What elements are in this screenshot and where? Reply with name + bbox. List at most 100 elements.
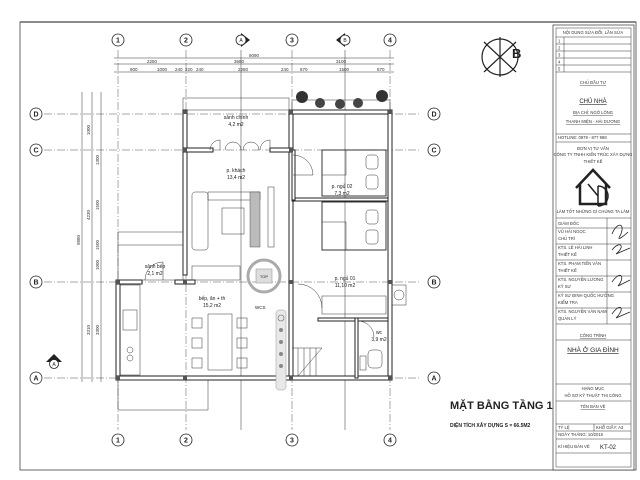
svg-text:7,3 m2: 7,3 m2 [334,191,350,197]
grid-bubbles-bottom: 1 2 3 4 [111,433,397,447]
svg-text:NHÀ Ở GIA ĐÌNH: NHÀ Ở GIA ĐÌNH [567,345,619,354]
svg-text:A: A [431,376,436,383]
dimensions-left: 9880 1000 4230 3310 1300 1500 1500 1000 … [76,92,102,382]
svg-text:A: A [52,362,56,368]
svg-text:THIẾT KẾ: THIẾT KẾ [584,159,603,164]
sheet-number: KT-02 [600,445,617,451]
svg-text:2: 2 [558,46,561,51]
svg-text:p. ngủ 02: p. ngủ 02 [332,183,353,190]
svg-text:2,1 m2: 2,1 m2 [147,271,163,277]
svg-text:THIẾT KẾ: THIẾT KẾ [558,268,577,273]
navigation-bar[interactable] [275,309,287,391]
svg-text:CÔNG TY TNHH KIẾN TRÚC XÂY DỰN: CÔNG TY TNHH KIẾN TRÚC XÂY DỰNG [554,152,633,157]
svg-text:wc: wc [376,330,383,336]
svg-text:2280: 2280 [238,67,249,72]
svg-text:220: 220 [185,67,193,72]
svg-text:VŨ HẢI NGỌC: VŨ HẢI NGỌC [558,229,586,234]
svg-text:sảnh bếp: sảnh bếp [145,264,166,270]
svg-text:B: B [431,280,436,287]
svg-text:3: 3 [558,53,561,58]
plan-title: MẶT BẰNG TẦNG 1 [450,399,553,412]
svg-text:TOP[interactable]: TOP [260,274,268,279]
svg-text:900: 900 [130,67,138,72]
svg-text:ĐỊA CHỈ: NGÔ LÔNG: ĐỊA CHỈ: NGÔ LÔNG [573,110,613,115]
svg-text:1: 1 [116,38,120,45]
dimensions-top: 9090 2250 3680 3100 900 1000 240 220 240… [114,53,394,73]
svg-text:870: 870 [377,67,385,72]
svg-text:NỘI DUNG SỬA ĐỔI, LẦN SỬA: NỘI DUNG SỬA ĐỔI, LẦN SỬA [563,30,624,35]
svg-text:KIỂM TRA: KIỂM TRA [558,300,578,305]
svg-text:HOTLINE: 0979 - 877 988: HOTLINE: 0979 - 877 988 [558,135,607,140]
svg-text:3100: 3100 [336,59,347,64]
svg-text:9880: 9880 [76,234,81,245]
svg-text:11,10 m2: 11,10 m2 [335,283,356,289]
svg-text:A: A [33,376,38,383]
svg-text:3310: 3310 [86,324,91,335]
svg-text:HỒ SƠ KỸ THUẬT THI CÔNG: HỒ SƠ KỸ THUẬT THI CÔNG [564,393,621,398]
grid-lines [44,50,420,430]
signatures [611,224,631,319]
svg-text:1500: 1500 [339,67,350,72]
svg-text:CÔNG TRÌNH: CÔNG TRÌNH [580,333,606,338]
svg-text:240: 240 [281,67,289,72]
grid-bubbles-top: 1 2 3 4 A B [111,33,397,47]
svg-text:TÊN BẢN VẼ: TÊN BẢN VẼ [581,404,606,409]
svg-text:C: C [33,148,38,155]
svg-text:KTS. NGUYỄN VĂN NAM: KTS. NGUYỄN VĂN NAM [558,309,607,314]
svg-text:B: B [33,280,38,287]
svg-text:p. ngủ 01: p. ngủ 01 [335,275,356,282]
svg-text:LÀM TỐT NHỮNG GÌ CHÚNG TA LÀM: LÀM TỐT NHỮNG GÌ CHÚNG TA LÀM [557,209,630,214]
grid-bubbles-left: D C B A A [29,107,62,385]
svg-text:HẠNG MỤC: HẠNG MỤC [582,386,605,391]
svg-text:240: 240 [175,67,183,72]
svg-text:sảnh chính: sảnh chính [224,115,249,121]
svg-text:bếp, ăn + th: bếp, ăn + th [199,296,226,302]
north-arrow-icon: B [481,37,521,77]
svg-text:4,2 m2: 4,2 m2 [228,122,244,128]
svg-text:2: 2 [184,38,188,45]
walls [115,97,393,411]
svg-text:2250: 2250 [147,59,158,64]
title-block: NỘI DUNG SỬA ĐỔI, LẦN SỬA 1 2 3 4 5 CHỦ … [552,24,635,471]
svg-text:ĐƠN VỊ TƯ VẤN: ĐƠN VỊ TƯ VẤN [577,146,609,151]
svg-text:KỸ SƯ: KỸ SƯ [558,284,572,289]
svg-text:THIẾT KẾ: THIẾT KẾ [558,252,577,257]
svg-text:CHỦ TRÌ: CHỦ TRÌ [558,236,575,241]
viewcube[interactable]: TOP WCS [246,258,282,310]
kitchen-dining [119,284,407,377]
svg-text:1000: 1000 [95,259,100,270]
svg-text:p. khách: p. khách [227,168,246,174]
svg-text:3: 3 [290,38,294,45]
svg-text:1: 1 [558,39,561,44]
svg-text:15,2 m2: 15,2 m2 [203,303,221,309]
svg-text:THANH MIỆN - HẢI DƯƠNG: THANH MIỆN - HẢI DƯƠNG [566,119,620,124]
svg-text:CHỦ ĐẦU TƯ: CHỦ ĐẦU TƯ [580,80,607,85]
svg-text:WCS[interactable]: WCS [255,305,266,310]
svg-text:NGÀY THÁNG: 10/2015: NGÀY THÁNG: 10/2015 [558,432,604,437]
svg-text:A: A [239,38,243,44]
svg-text:9090: 9090 [249,53,260,58]
sofa-set [191,191,261,281]
company-logo [575,168,611,207]
svg-text:KÍ HIỆU BẢN VẼ: KÍ HIỆU BẢN VẼ [558,444,590,449]
beds [267,149,387,315]
svg-text:1500: 1500 [95,239,100,250]
svg-text:4: 4 [388,38,392,45]
svg-text:5: 5 [558,67,561,72]
svg-text:D: D [431,112,436,119]
svg-text:GIÁM ĐỐC: GIÁM ĐỐC [558,221,579,226]
svg-text:3680: 3680 [234,59,245,64]
svg-text:KỸ SƯ ĐINH QUỐC HƯỞNG: KỸ SƯ ĐINH QUỐC HƯỞNG [558,293,614,298]
svg-text:B: B [512,46,521,61]
svg-text:D: D [33,112,38,119]
svg-text:1: 1 [116,438,120,445]
svg-text:4: 4 [558,60,561,65]
svg-text:240: 240 [196,67,204,72]
entrance-doors [144,139,375,338]
svg-text:3: 3 [290,438,294,445]
svg-text:870: 870 [300,67,308,72]
svg-text:4: 4 [388,438,392,445]
svg-text:KTS. NGUYỄN LƯƠNG: KTS. NGUYỄN LƯƠNG [558,277,603,282]
svg-text:1000: 1000 [157,67,168,72]
